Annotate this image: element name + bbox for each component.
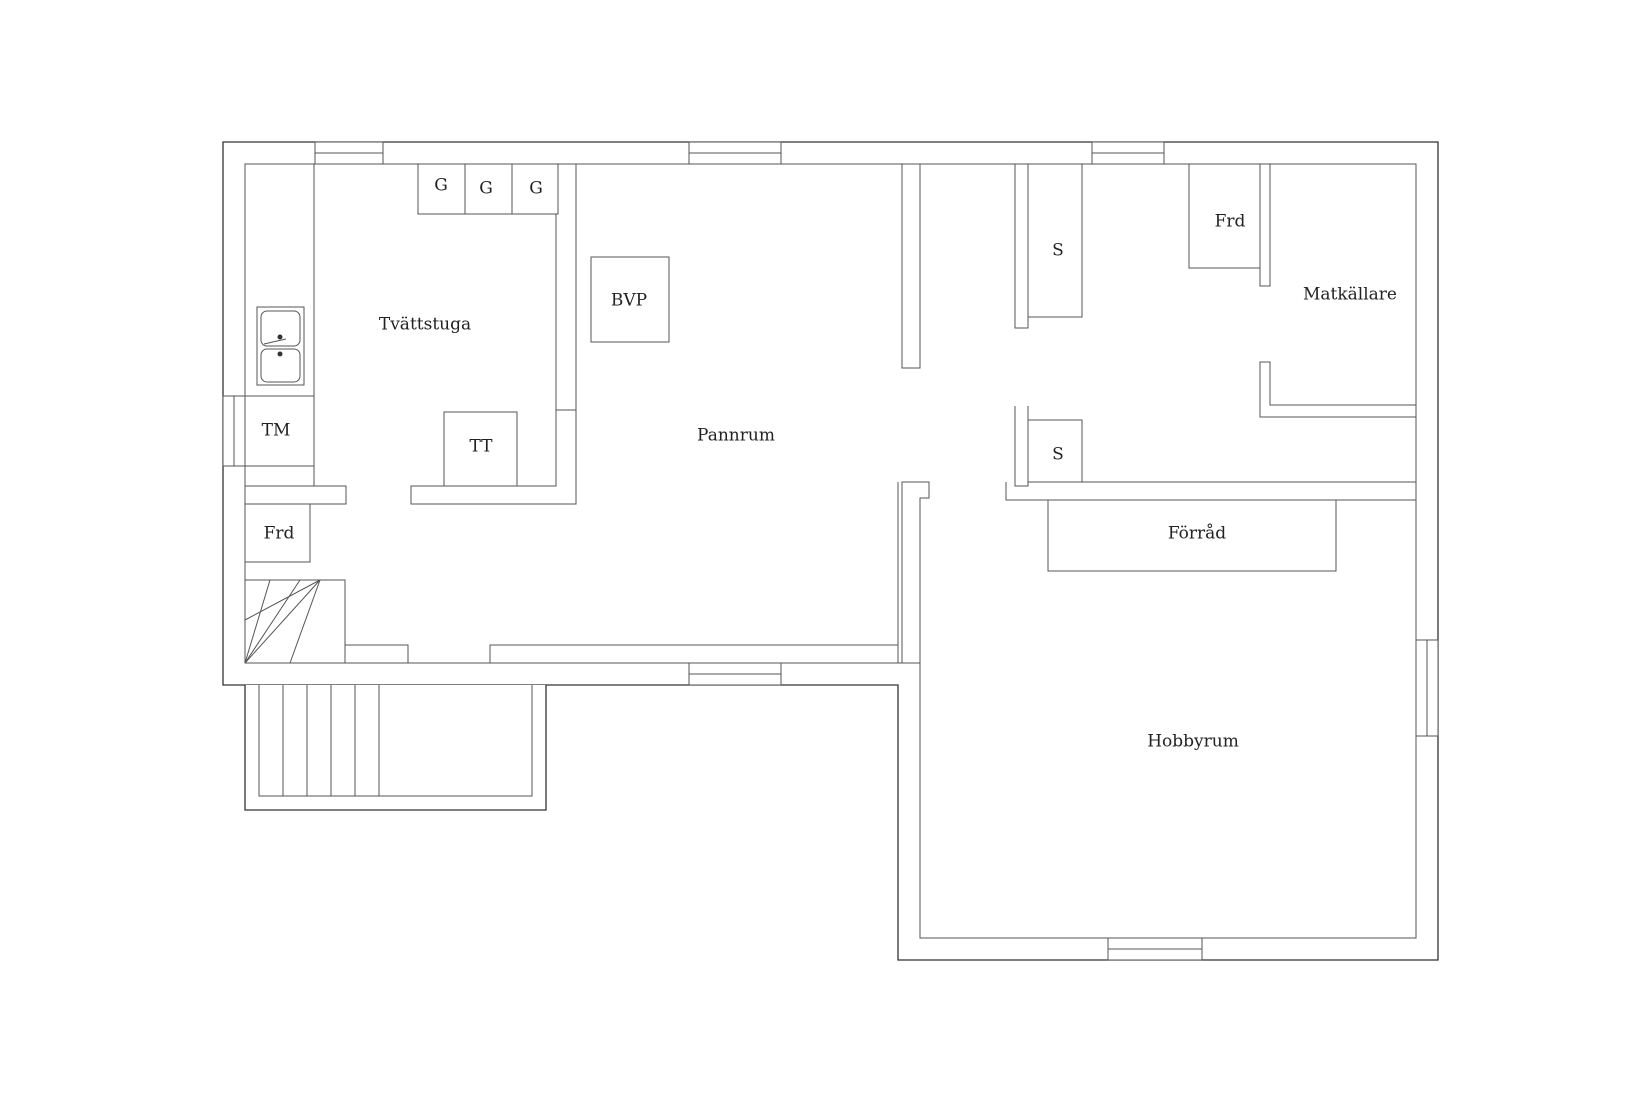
windows [222, 141, 1439, 961]
fixture-g1 [417, 163, 466, 215]
stairs [244, 579, 346, 664]
room-label-matkallare: Matkällare [1303, 285, 1397, 305]
fixture-g2 [464, 163, 513, 215]
room-label-hobbyrum: Hobbyrum [1147, 732, 1239, 752]
fixture-label-g3: G [529, 179, 543, 199]
room-label-forrad: Förråd [1168, 524, 1226, 544]
sink-icon [256, 306, 305, 386]
fixture-label-bvp: BVP [611, 291, 647, 311]
fixture-label-g1: G [434, 176, 448, 196]
fixtures [244, 163, 1337, 572]
fixture-frd-right [1188, 163, 1261, 269]
room-label-tvattstuga: Tvättstuga [379, 315, 471, 335]
room-label-pannrum: Pannrum [697, 426, 775, 446]
fixture-forrad [1047, 499, 1337, 572]
fixture-g3 [511, 163, 559, 215]
fixture-label-frd-left: Frd [264, 524, 295, 544]
fixture-frd-left [244, 503, 311, 563]
fixture-label-s-lower: S [1052, 445, 1064, 465]
fixture-s-upper [1027, 163, 1083, 318]
fixture-label-s-upper: S [1052, 241, 1064, 261]
labels: G G G Tvättstuga BVP TM TT Pannrum Frd S… [262, 176, 1397, 752]
fixture-label-frd-right: Frd [1215, 212, 1246, 232]
outdoor-stair [244, 685, 547, 811]
fixture-label-g2: G [479, 179, 493, 199]
fixture-bvp [590, 256, 670, 343]
fixture-tt [443, 411, 518, 487]
fixture-label-tm: TM [262, 421, 291, 441]
fixture-label-tt: TT [470, 437, 494, 457]
fixture-s-lower [1027, 419, 1083, 483]
